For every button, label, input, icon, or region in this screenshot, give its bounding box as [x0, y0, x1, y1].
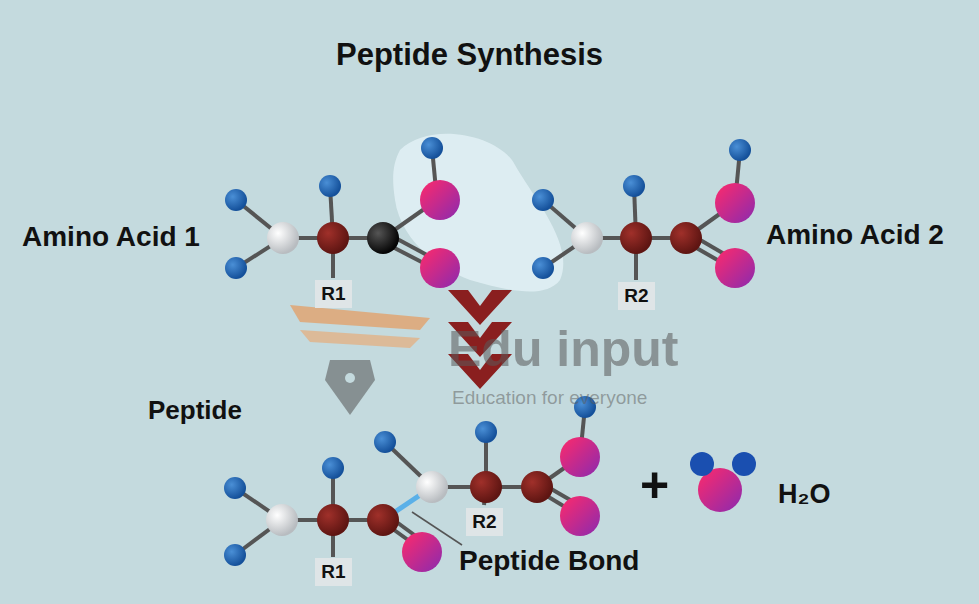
molecule-label: H₂O	[778, 480, 831, 510]
watermark-logo	[290, 305, 430, 415]
plus-sign: +	[640, 458, 669, 513]
atoms	[224, 137, 756, 572]
molecule-label: Peptide	[148, 396, 242, 425]
side-chain-box: R1	[315, 280, 352, 308]
side-chain-label: R1	[321, 283, 345, 305]
watermark: Edu input	[448, 322, 679, 377]
side-chain-box: R2	[618, 282, 655, 310]
title: Peptide Synthesis	[336, 38, 603, 72]
side-chain-label: R1	[321, 561, 345, 583]
molecule-label: Amino Acid 2	[766, 220, 944, 251]
side-chain-label: R2	[472, 511, 496, 533]
side-chain-label: R2	[624, 285, 648, 307]
side-chain-box: R2	[466, 508, 503, 536]
side-chain-box: R1	[315, 558, 352, 586]
watermark: Education for everyone	[452, 388, 647, 409]
bonds	[235, 148, 740, 557]
molecule-label: Amino Acid 1	[22, 222, 200, 253]
bond-label: Peptide Bond	[459, 546, 639, 577]
